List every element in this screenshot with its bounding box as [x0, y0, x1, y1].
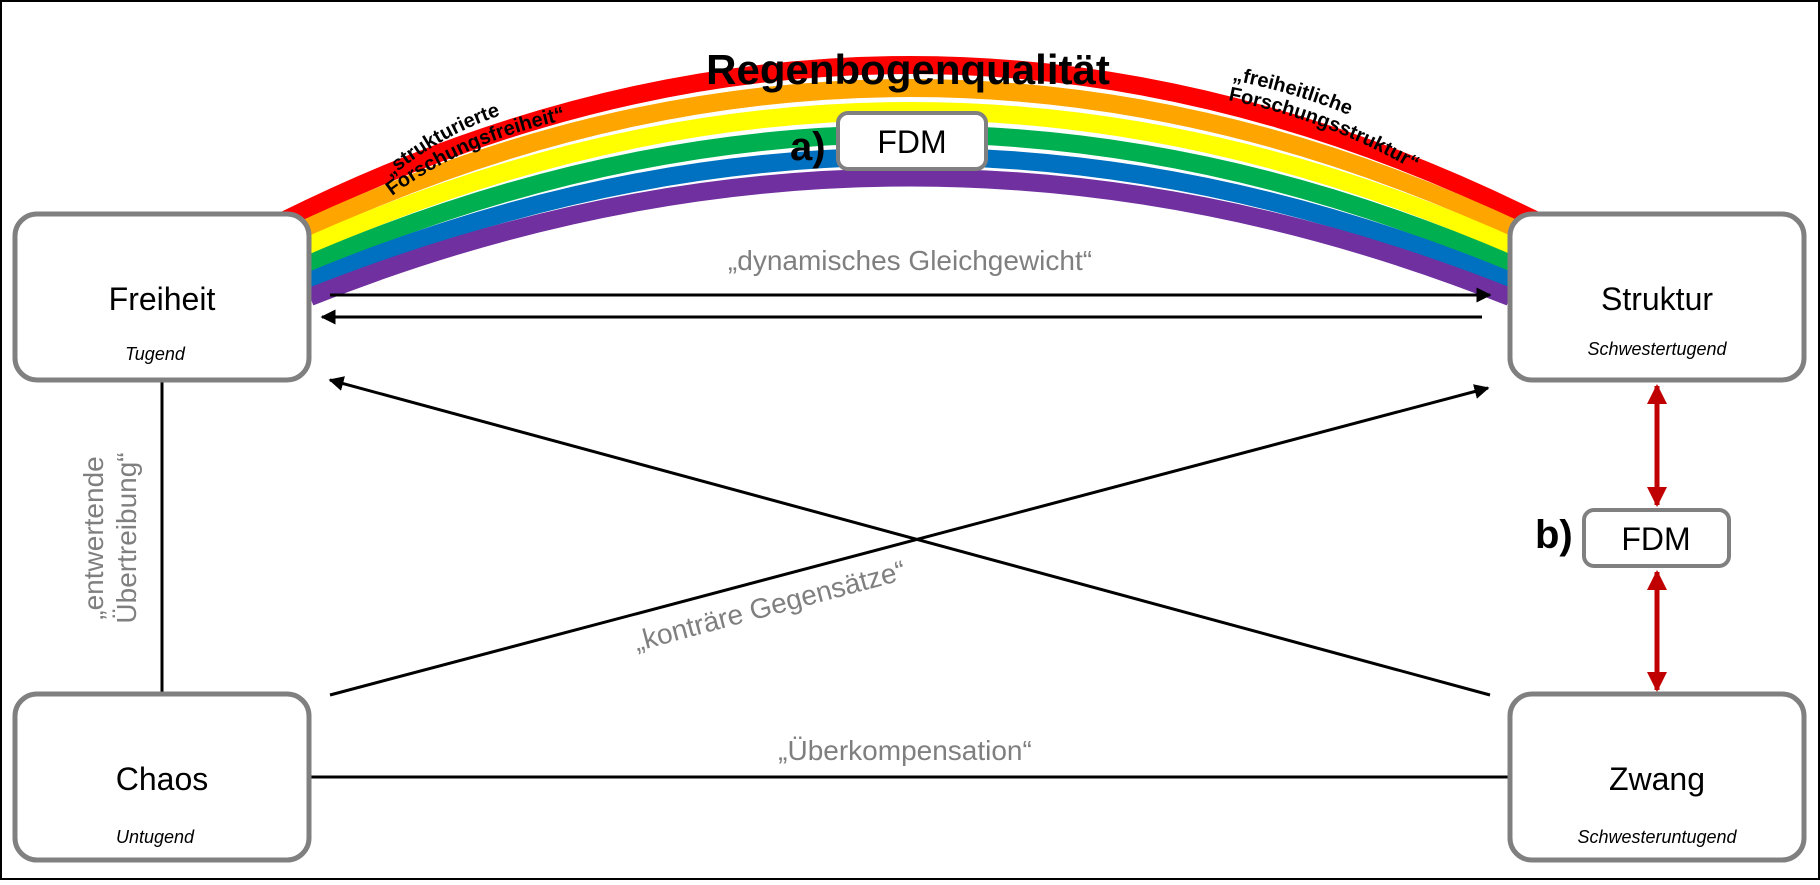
rainbow-title: Regenbogenqualität	[706, 46, 1110, 93]
equilibrium-label: „dynamisches Gleichgewicht“	[728, 245, 1092, 276]
arrow-chaos-to-struktur	[329, 384, 1490, 697]
node-chaos-title: Chaos	[116, 761, 209, 797]
fdm-b-marker: b)	[1535, 513, 1573, 557]
fdm-b-box	[1582, 508, 1731, 568]
node-chaos-box	[12, 691, 312, 863]
rainbow-arc	[281, 56, 1539, 306]
node-zwang-subtitle: Schwesteruntugend	[1577, 827, 1737, 847]
node-struktur: Struktur Schwestertugend	[1507, 211, 1807, 383]
node-zwang-title: Zwang	[1609, 761, 1705, 797]
node-zwang-box	[1507, 691, 1807, 863]
node-struktur-title: Struktur	[1601, 281, 1713, 317]
node-chaos: Chaos Untugend	[12, 691, 312, 863]
arrow-zwang-to-freiheit	[328, 376, 1491, 697]
fdm-a-box	[836, 111, 988, 171]
rainbow-band-red	[281, 56, 1539, 229]
fdm-b-label: FDM	[1621, 521, 1690, 557]
overcompensation-label: „Überkompensation“	[778, 735, 1032, 766]
fdm-a-marker: a)	[790, 125, 826, 169]
node-freiheit-box	[12, 211, 312, 383]
node-zwang: Zwang Schwesteruntugend	[1507, 691, 1807, 863]
rainbow-band-orange	[286, 79, 1534, 245]
node-struktur-subtitle: Schwestertugend	[1587, 339, 1727, 359]
rainbow-band-purple	[306, 168, 1514, 306]
devaluing-label-line1: „entwertende	[78, 456, 109, 619]
node-freiheit: Freiheit Tugend	[12, 211, 312, 383]
devaluing-label-line2: Übertreibung“	[111, 452, 142, 623]
node-freiheit-subtitle: Tugend	[125, 344, 186, 364]
node-freiheit-title: Freiheit	[109, 281, 216, 317]
node-chaos-subtitle: Untugend	[116, 827, 195, 847]
node-struktur-box	[1507, 211, 1807, 383]
fdm-a-label: FDM	[877, 124, 946, 160]
